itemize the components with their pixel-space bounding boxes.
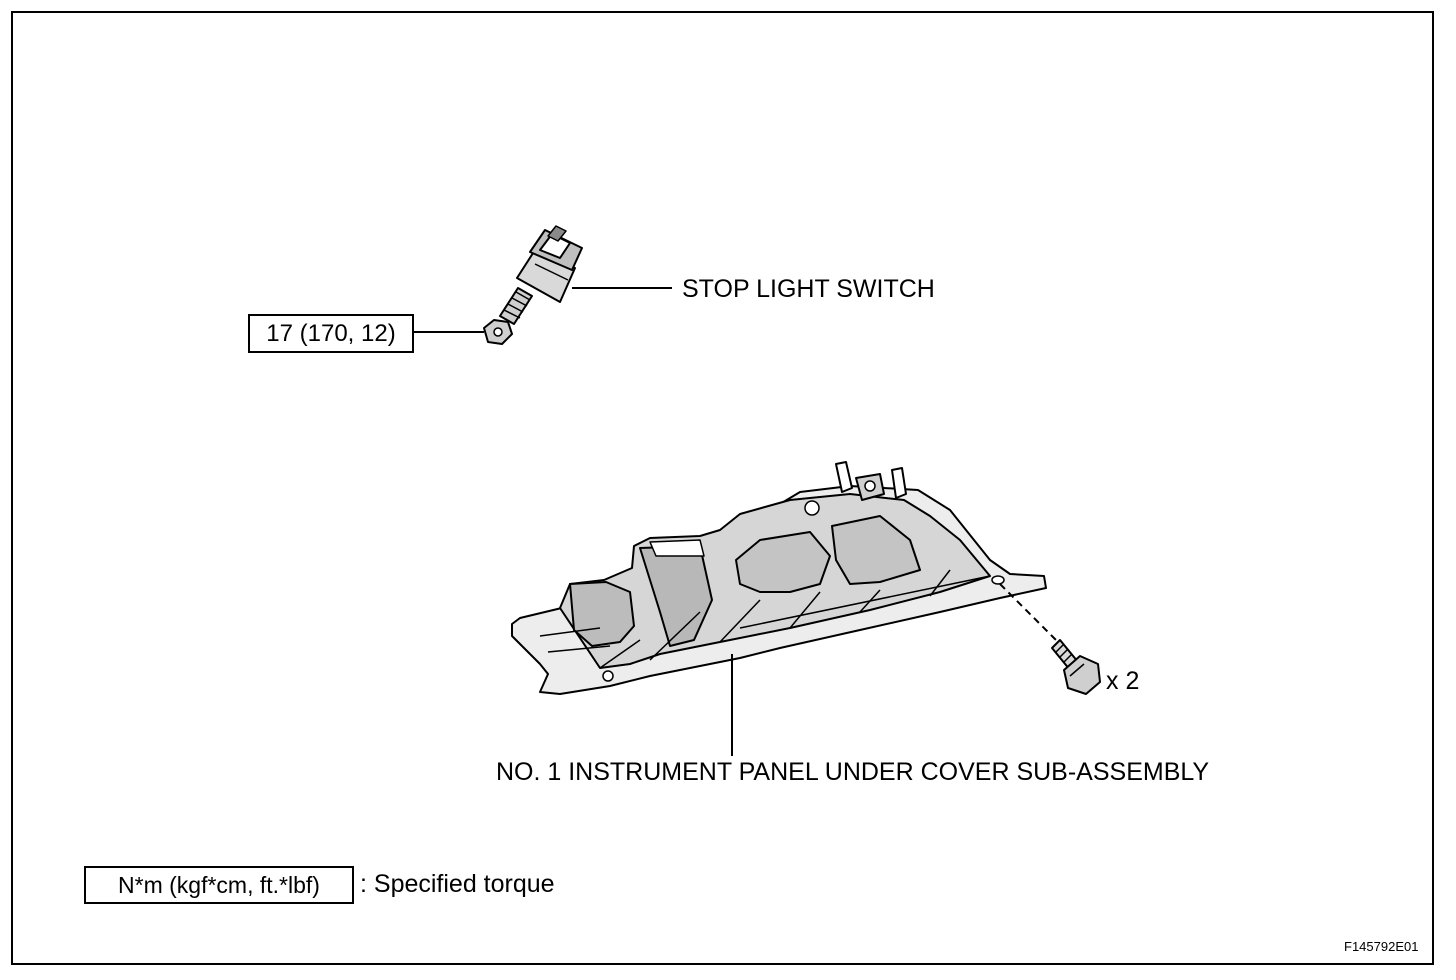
- figure-id: F145792E01: [1344, 939, 1419, 954]
- nut-torque-value: 17 (170, 12): [248, 314, 414, 353]
- torque-legend-text: : Specified torque: [360, 870, 555, 898]
- diagram-frame: [11, 11, 1434, 965]
- bolt-quantity-label: x 2: [1106, 667, 1140, 695]
- under-cover-label: NO. 1 INSTRUMENT PANEL UNDER COVER SUB-A…: [496, 758, 1210, 786]
- stop-light-switch-label: STOP LIGHT SWITCH: [682, 275, 935, 303]
- bolt-alignment-line: [999, 583, 1059, 643]
- bolt: [1051, 639, 1101, 695]
- under-cover-sub-assembly: [511, 461, 1047, 695]
- stop-light-switch: [499, 225, 583, 325]
- torque-legend-box: N*m (kgf*cm, ft.*lbf): [84, 866, 354, 904]
- lock-nut: [483, 319, 513, 345]
